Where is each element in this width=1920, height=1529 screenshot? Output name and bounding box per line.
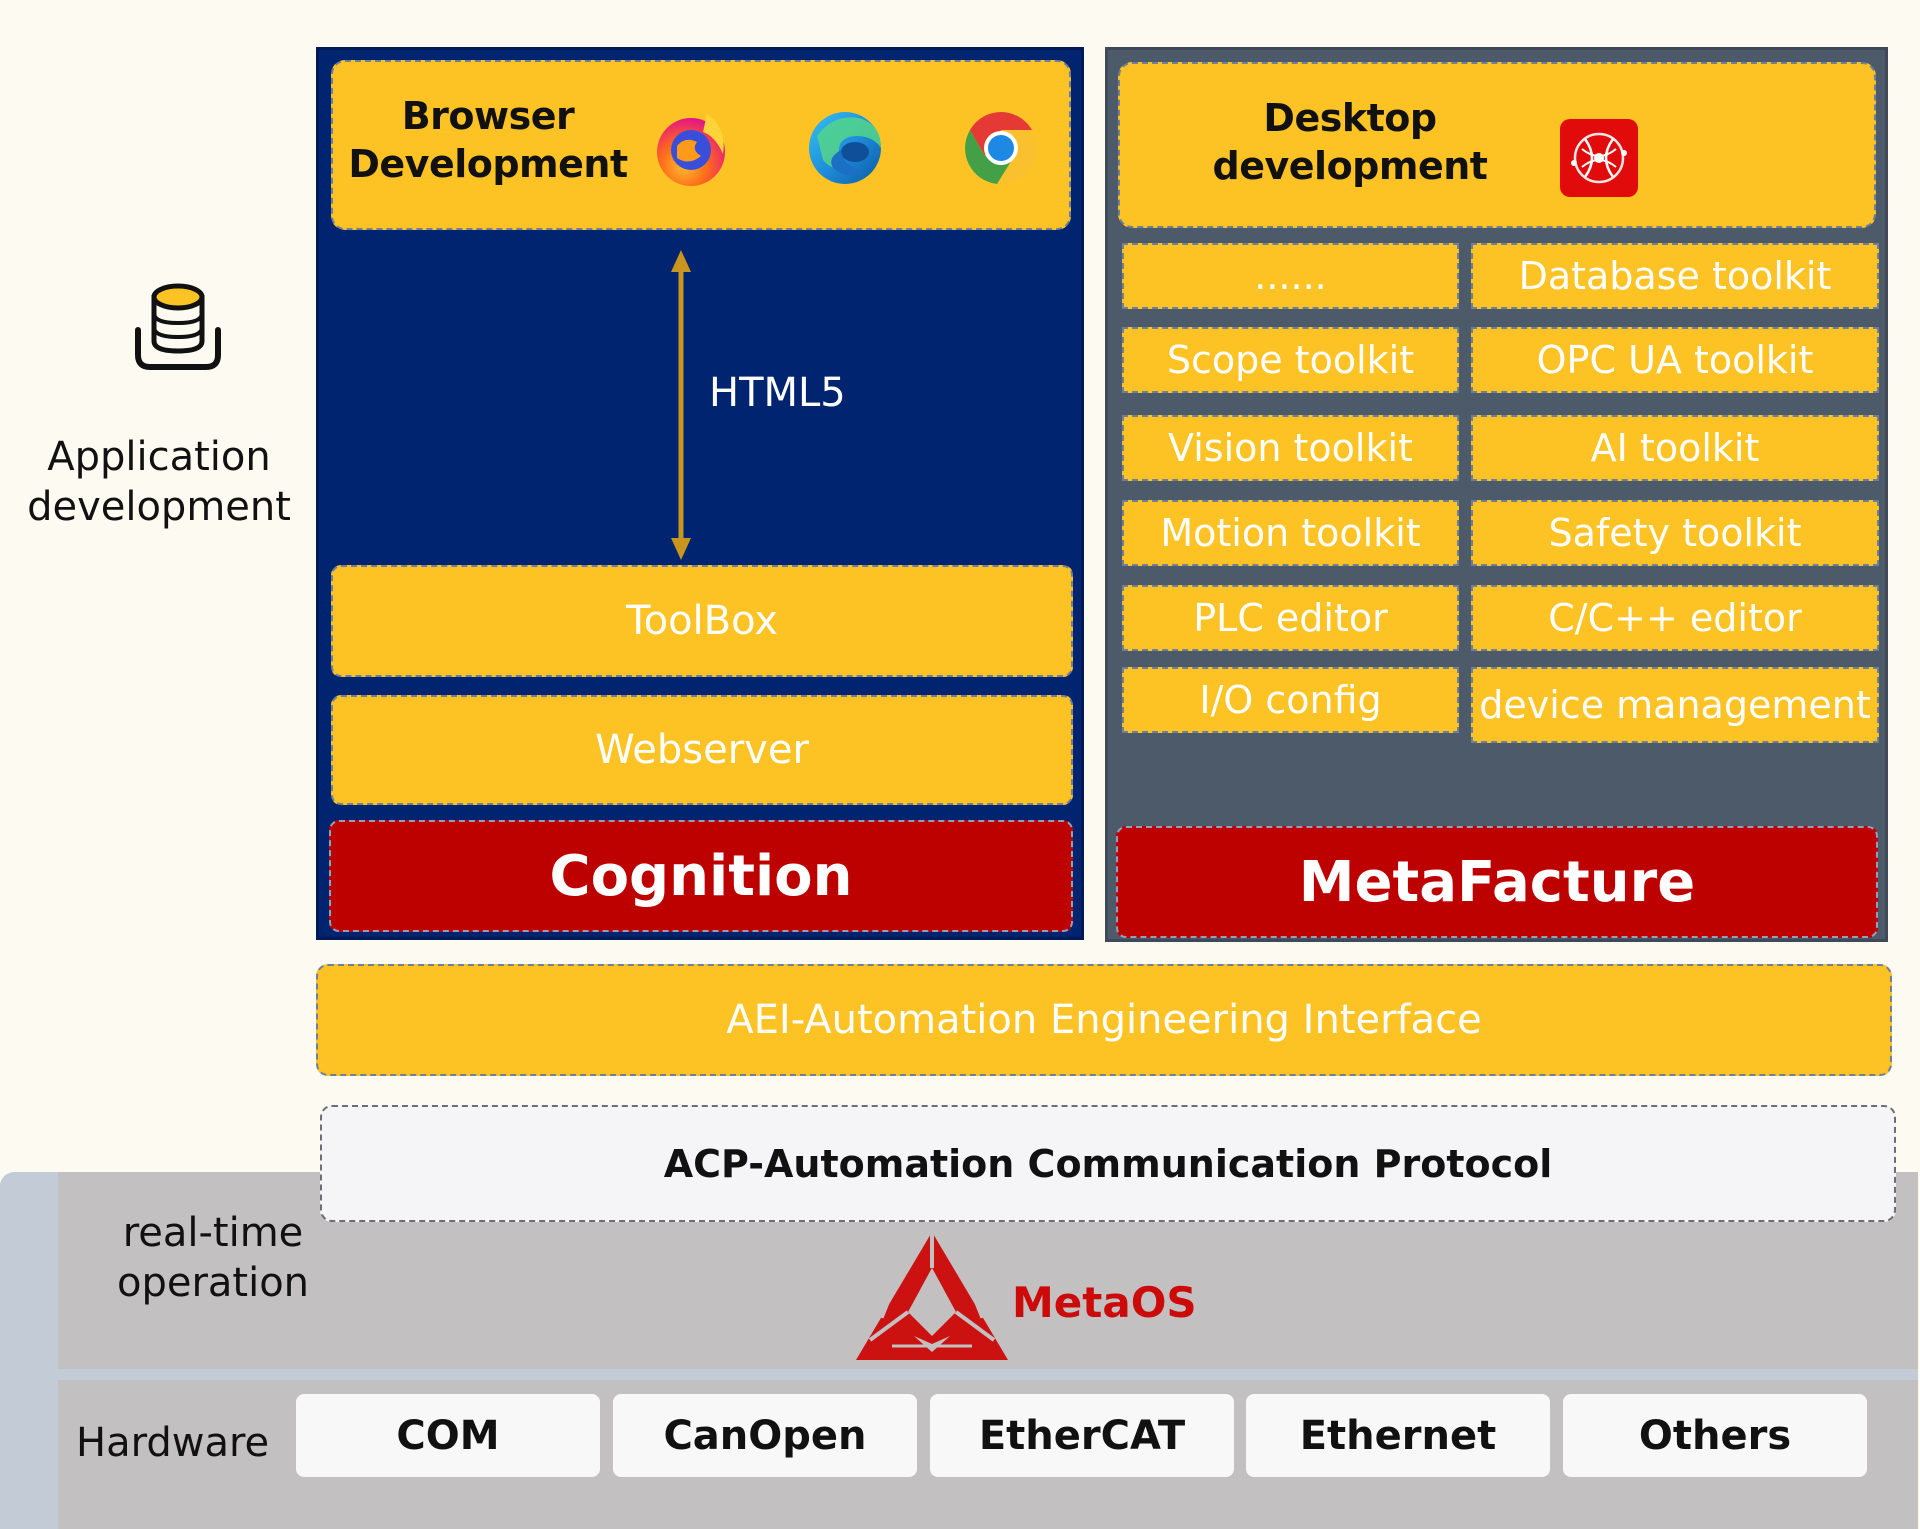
hardware-label: Hardware [76, 1420, 270, 1466]
application-development-label: Application development [27, 434, 291, 530]
aei-interface-layer: AEI-Automation Engineering Interface [316, 964, 1892, 1076]
toolkit-database: Database toolkit [1471, 243, 1879, 309]
hardware-item-ethernet: Ethernet [1246, 1394, 1550, 1477]
database-icon [128, 275, 228, 375]
desktop-development-header: Desktop development [1118, 62, 1876, 228]
toolkit-motion: Motion toolkit [1122, 500, 1459, 566]
plc-editor: PLC editor [1122, 585, 1459, 651]
cpp-editor: C/C++ editor [1471, 585, 1879, 651]
toolkit-vision: Vision toolkit [1122, 415, 1459, 481]
metafacture-app-icon [1560, 119, 1638, 197]
acp-protocol-layer: ACP-Automation Communication Protocol [320, 1105, 1896, 1222]
toolkit-ai: AI toolkit [1471, 415, 1879, 481]
io-config: I/O config [1122, 667, 1459, 733]
toolkit-opc-ua: OPC UA toolkit [1471, 327, 1879, 393]
toolbox-layer: ToolBox [331, 565, 1073, 677]
toolkit-more: ...... [1122, 243, 1459, 309]
metaos-logo-icon [852, 1228, 1012, 1366]
browser-development-title: Browser Development [348, 94, 628, 186]
metaos-label: MetaOS [1012, 1278, 1197, 1327]
html5-bidirectional-arrow-icon [671, 250, 691, 560]
desktop-development-title: Desktop development [1212, 96, 1488, 188]
toolkit-scope: Scope toolkit [1122, 327, 1459, 393]
toolkit-safety: Safety toolkit [1471, 500, 1879, 566]
cognition-product: Cognition [329, 820, 1073, 932]
edge-icon [803, 106, 887, 190]
device-management: device management [1471, 667, 1879, 743]
realtime-operation-label: real-time operation [116, 1210, 310, 1306]
hardware-item-canopen: CanOpen [613, 1394, 917, 1477]
browser-development-panel: Browser Development [316, 47, 1084, 940]
browser-development-header: Browser Development [331, 60, 1071, 230]
desktop-development-panel: Desktop development ...... Database tool… [1105, 47, 1888, 942]
hardware-item-others: Others [1563, 1394, 1867, 1477]
firefox-icon [651, 106, 735, 190]
html5-label: HTML5 [709, 370, 846, 416]
hardware-area: Hardware COM CanOpen EtherCAT Ethernet O… [58, 1380, 1918, 1529]
hardware-item-com: COM [296, 1394, 600, 1477]
chrome-icon [959, 106, 1043, 190]
hardware-item-ethercat: EtherCAT [930, 1394, 1234, 1477]
webserver-layer: Webserver [331, 695, 1073, 805]
metafacture-product: MetaFacture [1116, 826, 1878, 938]
